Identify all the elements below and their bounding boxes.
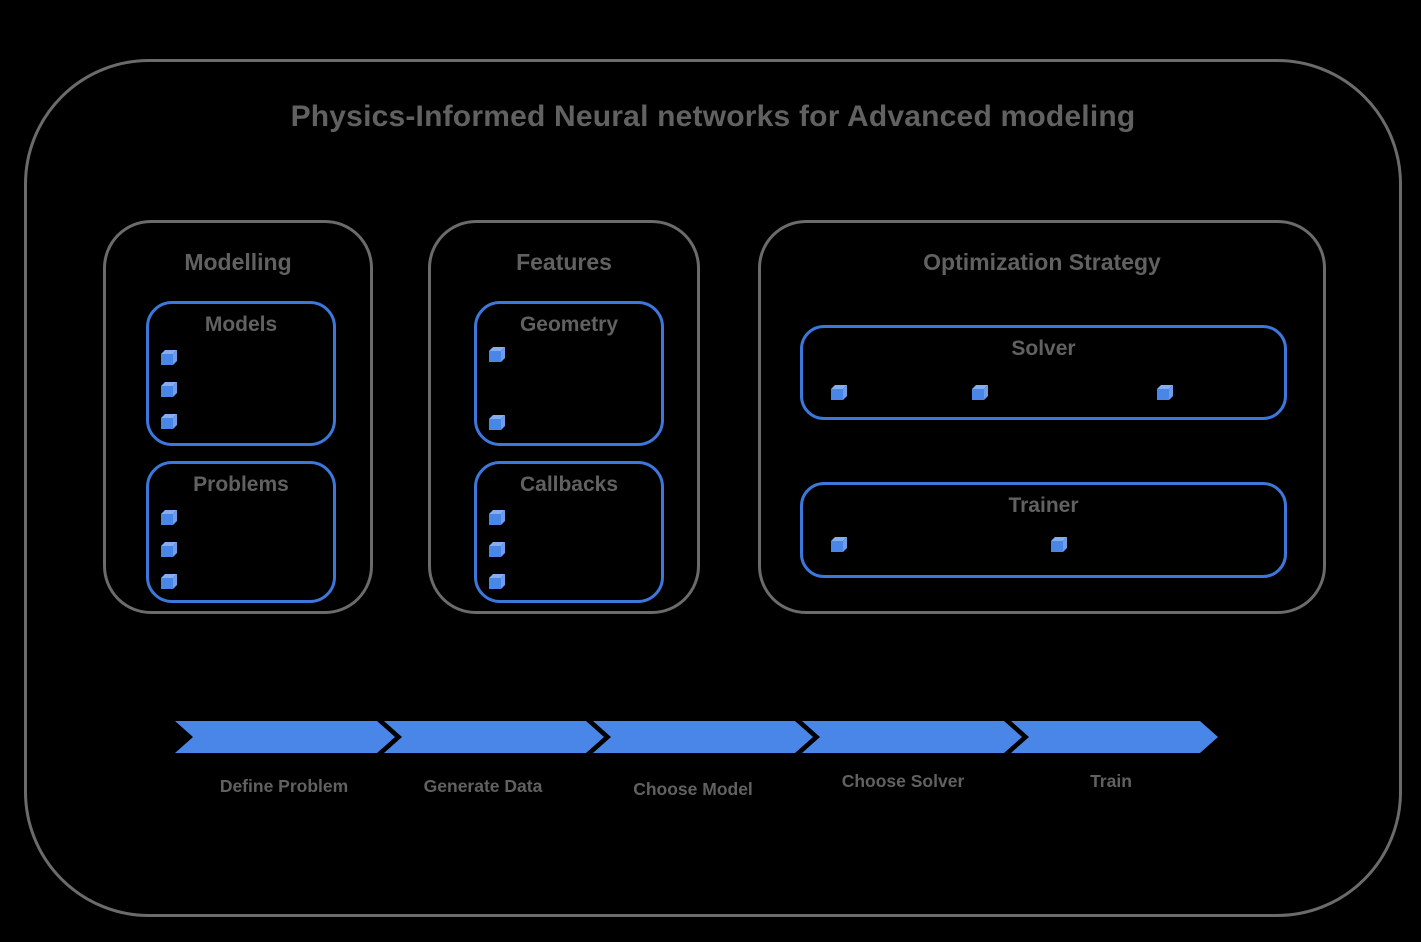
section-problems-label: Problems [193, 473, 289, 496]
section-callbacks: Callbacks [474, 461, 664, 603]
pipeline-step-arrow [175, 721, 395, 753]
callbacks-cube-list [489, 510, 505, 589]
cube-icon [489, 574, 505, 589]
cube-icon [831, 537, 847, 552]
pipeline-step-label: Define Problem [219, 776, 349, 796]
pipeline-step-label: Train [1090, 771, 1132, 791]
solver-cube-list [803, 328, 1284, 417]
section-solver-label: Solver [1011, 337, 1076, 360]
group-features: Features Geometry Callbacks [428, 220, 700, 614]
cube-icon [489, 347, 505, 362]
section-geometry-label: Geometry [519, 313, 619, 336]
group-optimization-strategy: Optimization Strategy Solver Trainer [758, 220, 1326, 614]
pipeline-step-label: Generate Data [423, 776, 543, 796]
cube-icon [161, 574, 177, 589]
section-callbacks-label: Callbacks [519, 473, 619, 496]
trainer-cube-list [803, 485, 1284, 575]
pipeline-step-arrow [802, 721, 1022, 753]
cube-icon [1051, 537, 1067, 552]
cube-icon [161, 382, 177, 397]
section-geometry: Geometry [474, 301, 664, 446]
geometry-cube-list [489, 347, 505, 430]
section-solver: Solver [800, 325, 1287, 420]
cube-icon [161, 414, 177, 429]
group-optimization-strategy-label: Optimization Strategy [923, 249, 1161, 275]
cube-icon [161, 350, 177, 365]
section-problems: Problems [146, 461, 336, 603]
models-cube-list [161, 350, 177, 429]
cube-icon [489, 542, 505, 557]
cube-icon [972, 385, 988, 400]
section-models-label: Models [204, 313, 278, 336]
outer-frame [24, 59, 1402, 917]
group-features-label: Features [516, 249, 612, 275]
problems-cube-list [161, 510, 177, 589]
pipeline-step-label: Choose Solver [841, 771, 965, 791]
cube-icon [489, 415, 505, 430]
cube-icon [1157, 385, 1173, 400]
section-trainer: Trainer [800, 482, 1287, 578]
group-modelling: Modelling Models Problems [103, 220, 373, 614]
section-trainer-label: Trainer [1008, 494, 1079, 517]
group-modelling-label: Modelling [184, 249, 292, 275]
pipeline-step-label: Choose Model [633, 779, 753, 799]
cube-icon [161, 542, 177, 557]
cube-icon [489, 510, 505, 525]
pipeline-step-arrow [1011, 721, 1218, 753]
section-models: Models [146, 301, 336, 446]
pipeline-step-arrow [593, 721, 813, 753]
diagram-title: Physics-Informed Neural networks for Adv… [290, 100, 1136, 133]
cube-icon [161, 510, 177, 525]
pipeline-step-arrow [384, 721, 604, 753]
cube-icon [831, 385, 847, 400]
